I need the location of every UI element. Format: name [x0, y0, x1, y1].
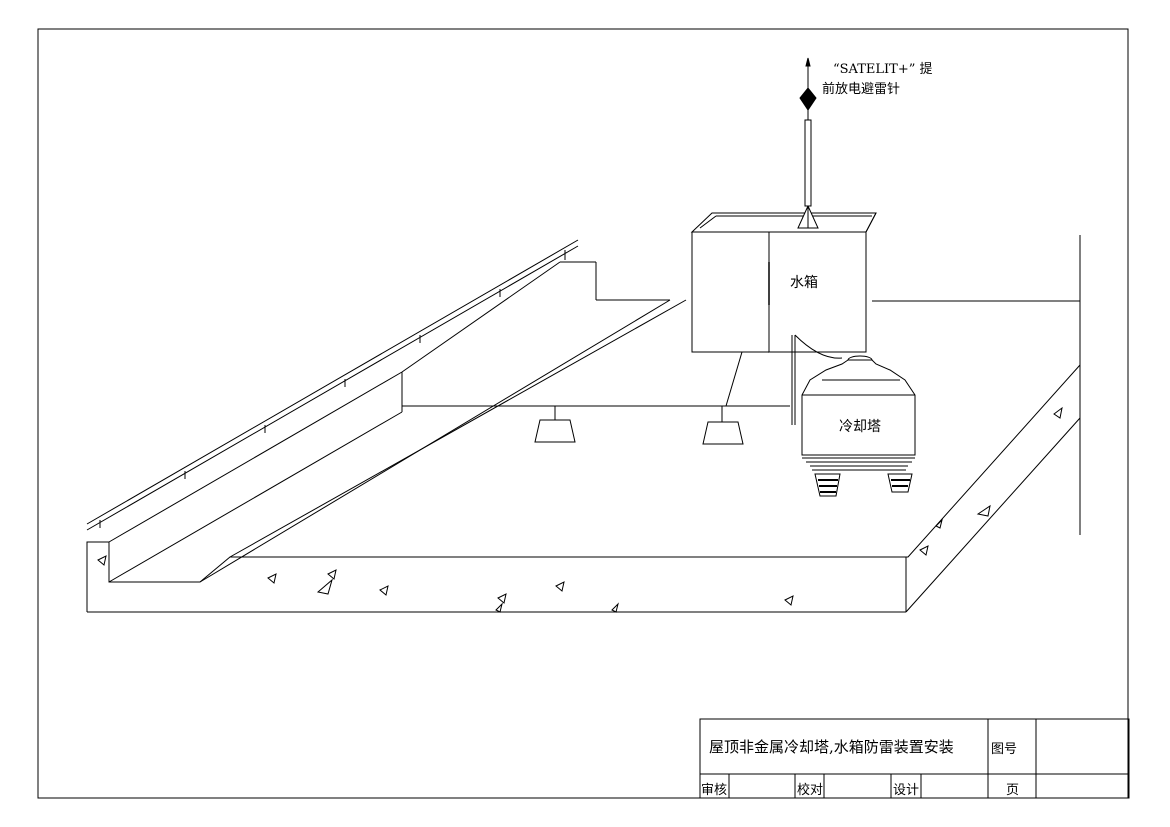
- arrester-label-line2: 前放电避雷针: [822, 82, 901, 97]
- concrete-texture: [97, 406, 1063, 613]
- title-block-frame: [699, 718, 1130, 799]
- page-label: 页: [1006, 783, 1020, 798]
- parapet-lightning-strip: [86, 239, 579, 531]
- tank-support-right: [702, 406, 744, 445]
- cooling-tower: [801, 355, 916, 497]
- review-label: 审核: [701, 783, 728, 798]
- tank-support-left: [534, 406, 576, 443]
- arrester-label-line1: “SATELIT+” 提: [833, 62, 933, 77]
- title-block: 屋顶非金属冷却塔,水箱防雷装置安装 图号 审核 校对 设计 页: [700, 719, 1129, 798]
- roof-slab: [86, 235, 1081, 613]
- cooling-tower-label: 冷却塔: [839, 419, 881, 435]
- drawing-title: 屋顶非金属冷却塔,水箱防雷装置安装: [709, 738, 954, 756]
- drawing-number-label: 图号: [991, 742, 1018, 757]
- parapet-wall: [108, 261, 790, 583]
- water-tank-label: 水箱: [790, 275, 818, 291]
- down-conductor: [791, 334, 843, 425]
- design-label: 设计: [893, 783, 920, 798]
- check-label: 校对: [797, 783, 824, 798]
- water-tank: [690, 212, 877, 407]
- lightning-rod: [797, 57, 819, 229]
- drawing-frame: [37, 28, 1129, 799]
